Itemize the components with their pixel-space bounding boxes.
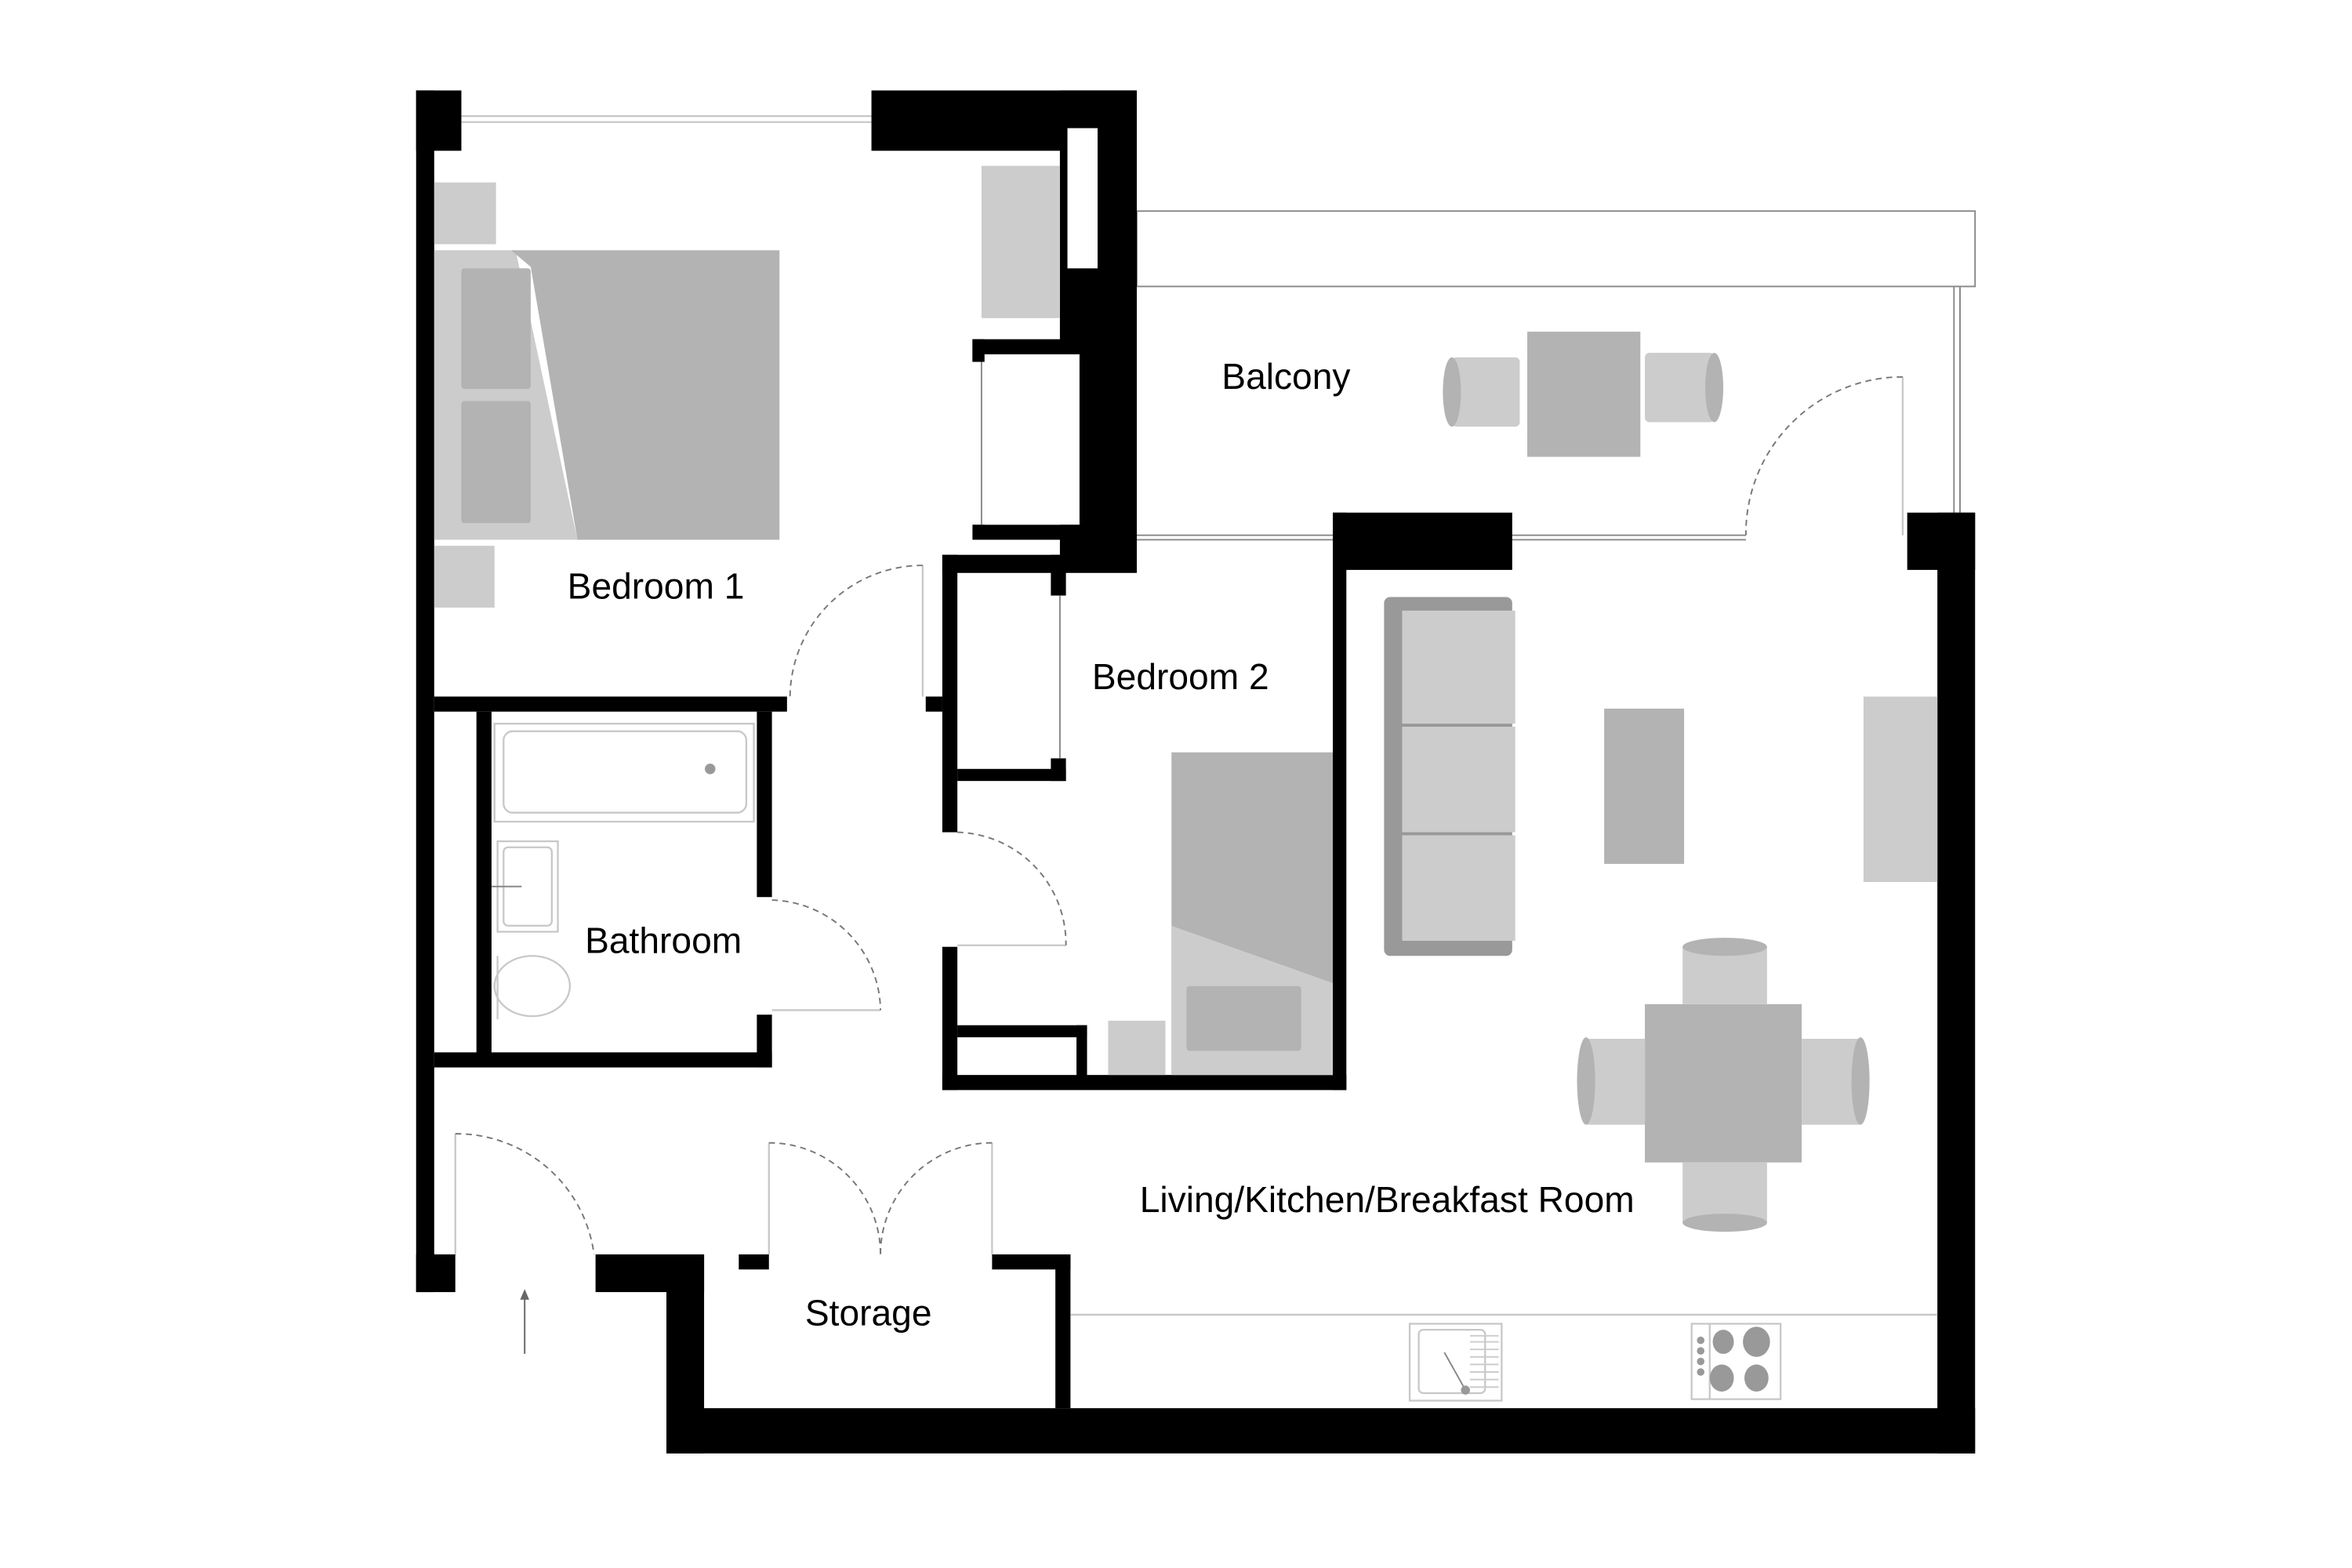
label-bedroom2: Bedroom 2 <box>1092 656 1269 697</box>
label-balcony: Balcony <box>1221 356 1350 397</box>
balcony-table <box>1527 332 1641 457</box>
dining-chair <box>1682 1162 1767 1223</box>
doors <box>454 376 1904 1255</box>
nightstand <box>1108 1020 1166 1076</box>
double-bed <box>510 250 780 540</box>
nightstand <box>434 546 495 608</box>
door-balcony <box>1744 376 1904 535</box>
bathtub <box>493 722 755 823</box>
living-furniture <box>1384 597 1938 1232</box>
label-bedroom1: Bedroom 1 <box>568 565 745 606</box>
balcony-chair <box>1451 357 1520 427</box>
label-living: Living/Kitchen/Breakfast Room <box>1140 1179 1635 1220</box>
entrance-arrow-icon <box>520 1289 529 1354</box>
bedroom1-furniture <box>434 165 1060 608</box>
balcony-chair <box>1645 353 1715 423</box>
label-storage: Storage <box>805 1292 932 1333</box>
label-bathroom: Bathroom <box>585 920 742 960</box>
kitchen-counter <box>1070 1313 1938 1402</box>
door-storage-left <box>768 1142 882 1255</box>
door-entrance <box>454 1133 595 1255</box>
nightstand <box>434 182 496 245</box>
pillow <box>461 401 531 524</box>
coffee-table <box>1604 708 1685 864</box>
door-bathroom <box>771 899 882 1011</box>
hob <box>1690 1323 1782 1400</box>
dining-table <box>1645 1004 1802 1163</box>
toilet <box>493 955 572 1018</box>
window-bedroom1 <box>461 114 872 123</box>
pillow <box>461 268 531 390</box>
walls <box>416 90 1976 1454</box>
dining-chair <box>1586 1039 1646 1125</box>
door-storage-right <box>880 1142 993 1255</box>
kitchen-sink <box>1408 1323 1503 1402</box>
dining-chair <box>1802 1039 1861 1125</box>
wardrobe <box>981 165 1060 318</box>
bath-drain <box>705 764 716 775</box>
door-bedroom2 <box>957 831 1067 946</box>
dining-chair <box>1682 946 1767 1004</box>
balcony-furniture <box>1443 332 1724 457</box>
tv-unit <box>1863 696 1938 882</box>
bedroom2-furniture <box>1058 595 1333 1076</box>
bathroom-fixtures <box>491 722 755 1019</box>
door-bedroom1 <box>789 564 924 697</box>
